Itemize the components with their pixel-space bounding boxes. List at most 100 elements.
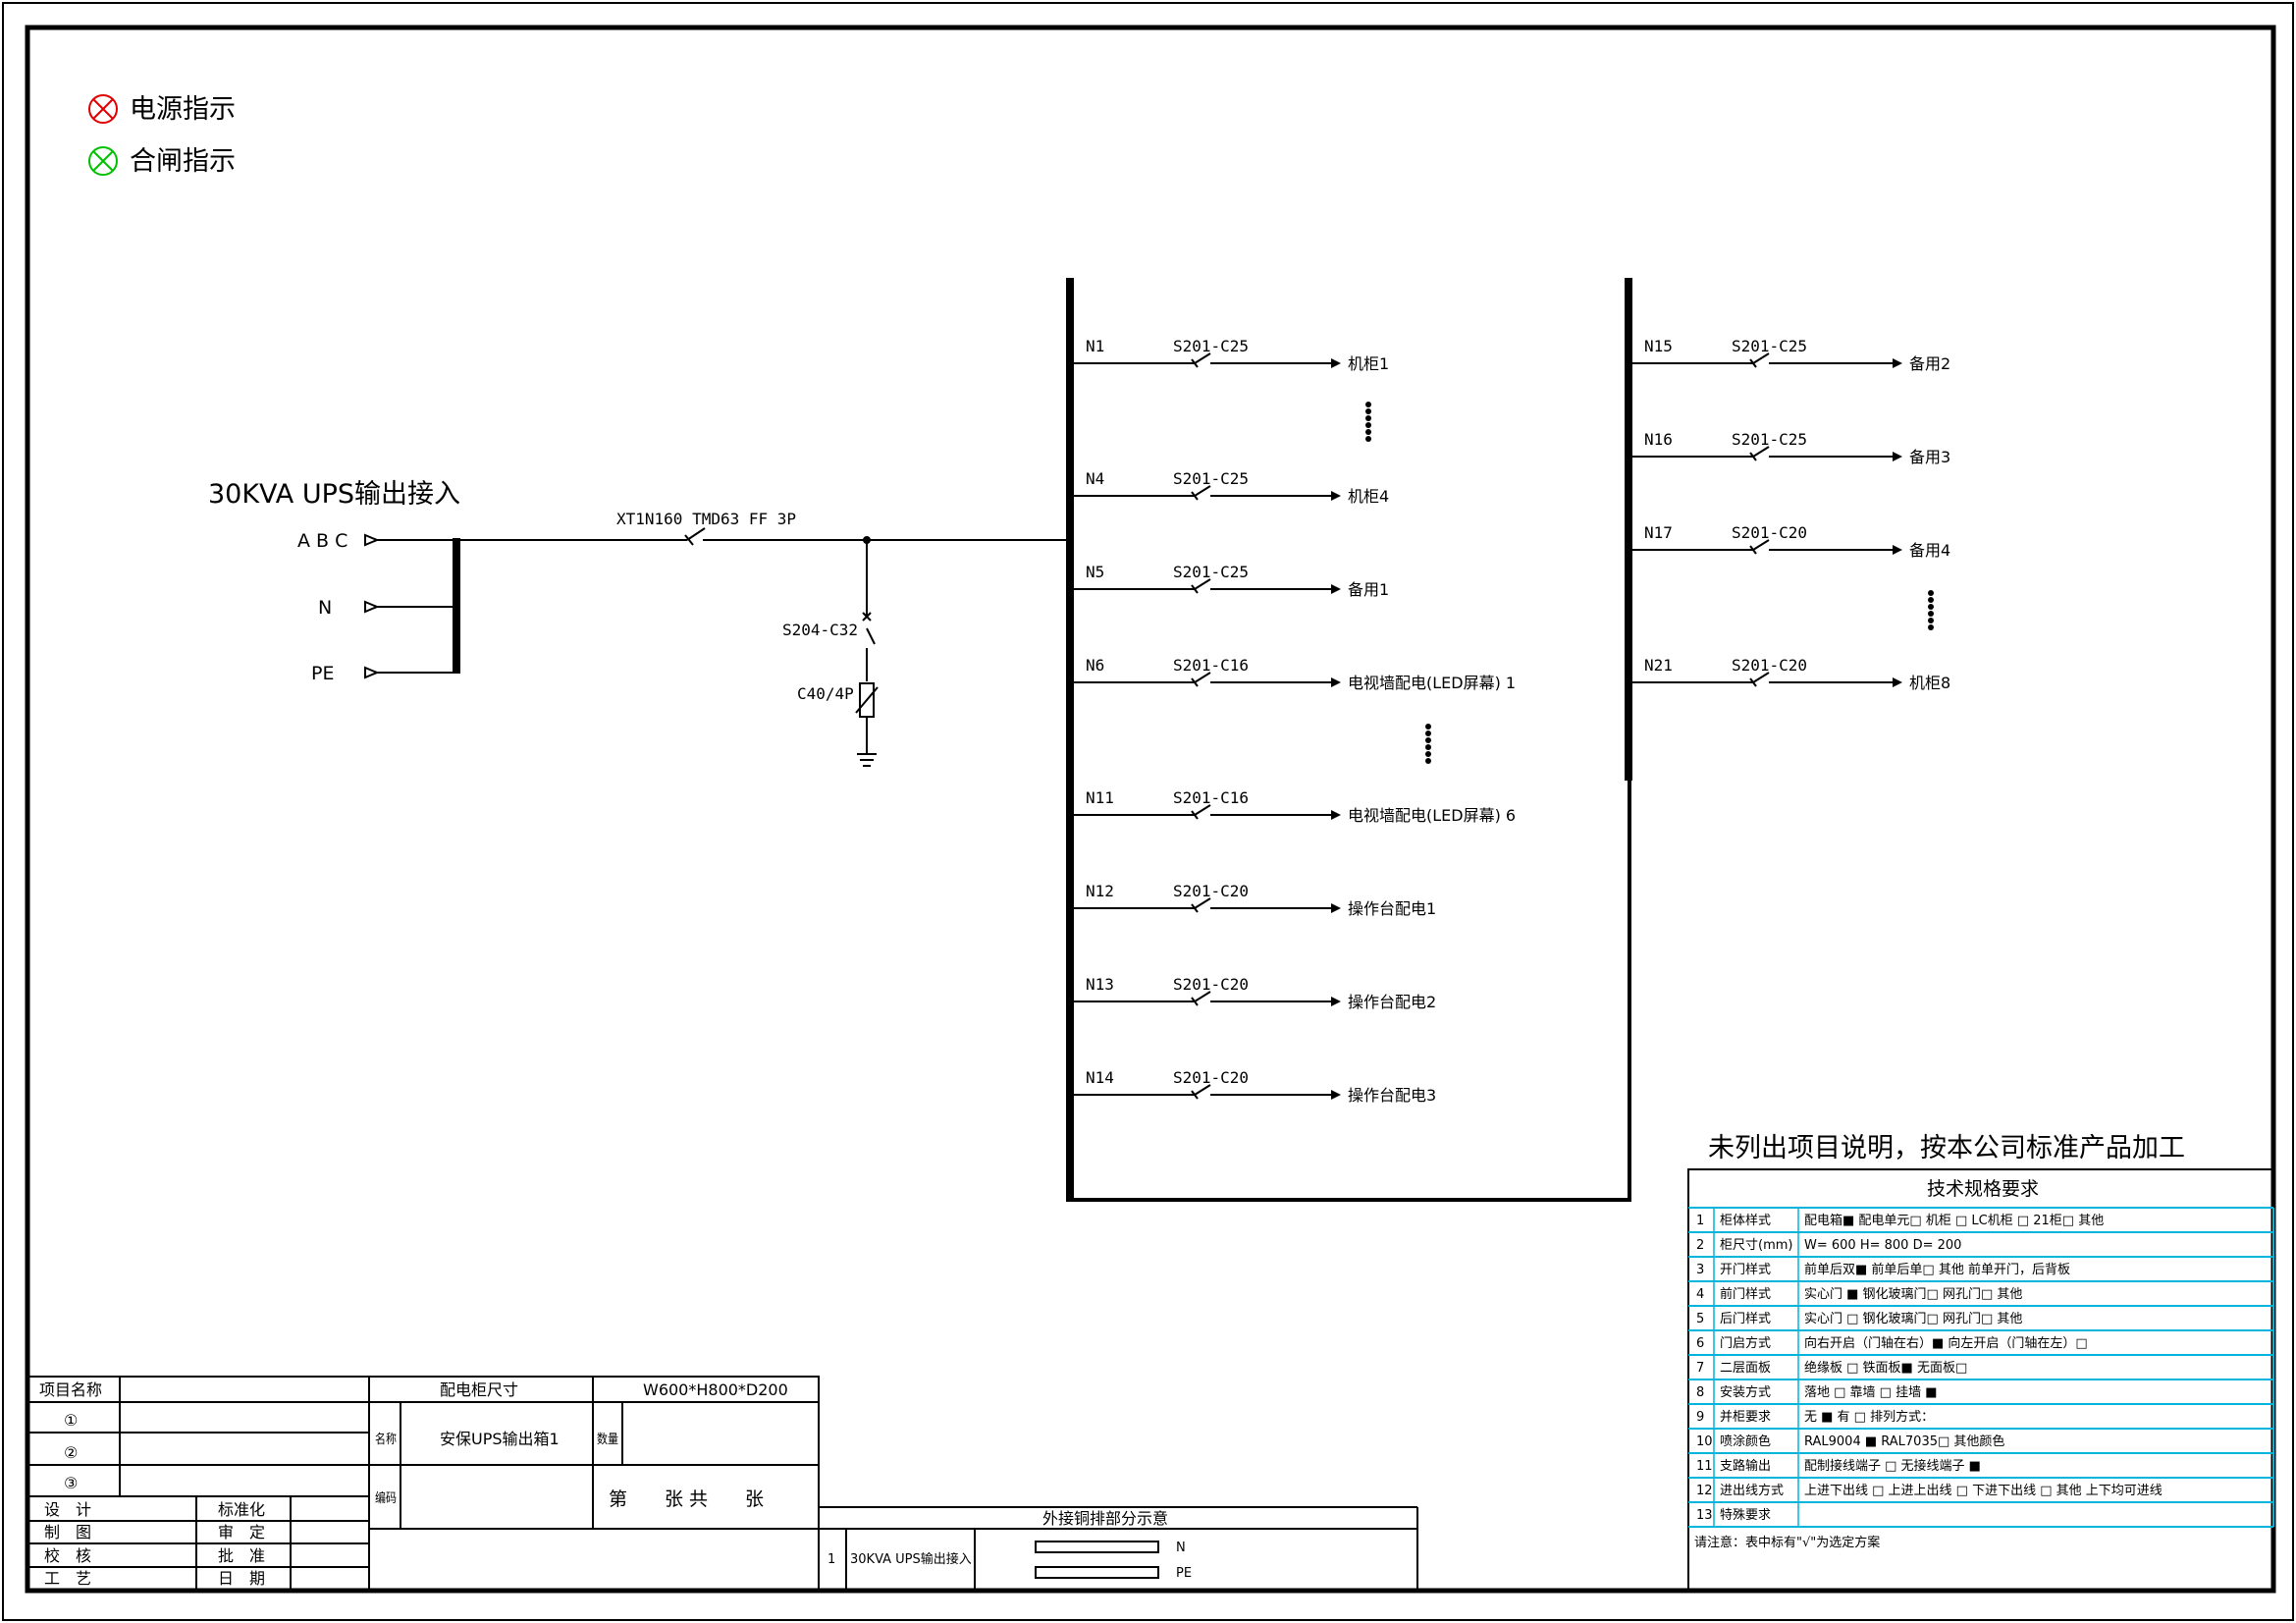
neutral-label: N [318,597,332,619]
left-circuit-n5: N5 S201-C25 备用1 [1074,563,1389,599]
circuit-breaker-label: S201-C25 [1173,337,1249,355]
spec-row: 9 并柜要求 无 ■ 有 □ 排列方式： [1688,1404,2273,1430]
spec-row-content: 绝缘板 □ 铁面板■ 无面板□ [1804,1360,1967,1376]
busbar-pe-icon [1035,1566,1159,1579]
spd-label: C40/4P [797,684,854,703]
spec-row-no: 8 [1696,1385,1704,1400]
standard-label: 标准化 [218,1500,265,1519]
size-label: 配电柜尺寸 [440,1380,518,1399]
circuit-breaker-label: S201-C25 [1173,563,1249,581]
busbar-table-title: 外接铜排部分示意 [1042,1509,1168,1528]
arrow-icon [1331,358,1341,368]
circuit-id: N6 [1086,656,1104,675]
circuit-id: N1 [1086,337,1104,355]
spec-row-label: 柜体样式 [1720,1214,1771,1228]
circuit-breaker-label: S201-C20 [1173,975,1249,994]
revision-2: ② [64,1443,78,1462]
spec-row-content: 配制接线端子 □ 无接线端子 ■ [1804,1458,1981,1474]
spec-row-no: 13 [1696,1508,1713,1523]
circuit-id: N17 [1644,523,1673,542]
circuit-load-label: 备用1 [1348,580,1389,599]
breaker-icon [1191,672,1211,687]
circuit-breaker-label: S201-C20 [1173,882,1249,900]
busbar-row-no: 1 [828,1552,835,1567]
spec-row-label: 后门样式 [1720,1312,1771,1326]
circuit-load-label: 电视墙配电(LED屏幕) 1 [1348,674,1516,692]
spec-row-content: 上进下出线 □ 上进上出线 □ 下进下出线 □ 其他 上下均可进线 [1804,1484,2163,1498]
design-label: 设 计 [44,1500,91,1519]
spec-row-label: 前门样式 [1720,1286,1771,1302]
circuit-breaker-label: S201-C16 [1173,788,1249,807]
size-value: W600*H800*D200 [643,1380,788,1399]
busbar-pe-label: PE [1176,1566,1192,1581]
breaker-icon [1191,352,1211,368]
circuit-id: N11 [1086,788,1114,807]
arrow-icon [1331,903,1341,913]
breaker-icon [1191,485,1211,501]
arrow-icon [1331,491,1341,501]
draw-label: 制 图 [44,1523,91,1542]
continuation-dots-1 [1365,402,1371,442]
circuit-id: N14 [1086,1068,1114,1087]
spec-row-no: 11 [1696,1459,1713,1474]
circuit-breaker-label: S201-C25 [1732,337,1807,355]
circuit-id: N5 [1086,563,1104,581]
continuation-dots-2 [1425,724,1431,764]
spec-row-label: 门启方式 [1720,1335,1771,1351]
circuit-id: N16 [1644,430,1673,449]
spec-row-label: 并柜要求 [1720,1410,1771,1425]
spec-row-no: 9 [1696,1410,1704,1425]
circuit-load-label: 备用2 [1909,354,1950,373]
arrow-icon [1893,545,1902,555]
spec-row-content: RAL9004 ■ RAL7035□ 其他颜色 [1804,1434,2004,1449]
spec-row-content: 无 ■ 有 □ 排列方式： [1804,1409,1934,1425]
breaker-icon [1749,539,1770,555]
date-label: 日 期 [218,1569,265,1588]
main-breaker-label: XT1N160 TMD63 FF 3P [616,510,796,528]
spec-row-content: 实心门 □ 钢化玻璃门□ 网孔门□ 其他 [1804,1312,2022,1326]
busbar-row-label: 30KVA UPS输出接入 [850,1551,972,1567]
spec-row-content: 落地 □ 靠墙 □ 挂墙 ■ [1804,1385,1938,1400]
circuit-breaker-label: S201-C20 [1732,523,1807,542]
spec-row-no: 10 [1696,1434,1713,1449]
breaker-icon [1749,446,1770,461]
spec-row-content: 前单后双■ 前单后单□ 其他 前单开门，后背板 [1804,1262,2070,1277]
qty-label: 数量 [597,1433,618,1447]
craft-label: 工 艺 [44,1569,91,1588]
spd-breaker-icon [862,612,876,645]
revision-1: ① [64,1411,78,1430]
incoming-section: 30KVA UPS输出接入 A B C N PE XT1N160 TMD63 F… [208,479,1068,767]
notice-text: 未列出项目说明，按本公司标准产品加工 [1708,1133,2185,1163]
terminal-abc-icon [364,533,380,547]
spec-row-label: 进出线方式 [1720,1483,1784,1498]
spec-row-content: 实心门 ■ 钢化玻璃门□ 网孔门□ 其他 [1804,1287,2022,1302]
circuit-load-label: 机柜4 [1348,487,1389,506]
circuit-id: N15 [1644,337,1673,355]
breaker-icon [1191,991,1211,1006]
circuit-breaker-label: S201-C20 [1173,1068,1249,1087]
circuit-breaker-label: S201-C25 [1173,469,1249,488]
circuit-load-label: 操作台配电2 [1348,993,1436,1011]
code-label: 编码 [375,1491,397,1506]
terminal-pe-icon [364,666,380,679]
circuit-breaker-label: S201-C25 [1732,430,1807,449]
arrow-icon [1331,584,1341,594]
busbar-n-icon [1035,1541,1159,1553]
